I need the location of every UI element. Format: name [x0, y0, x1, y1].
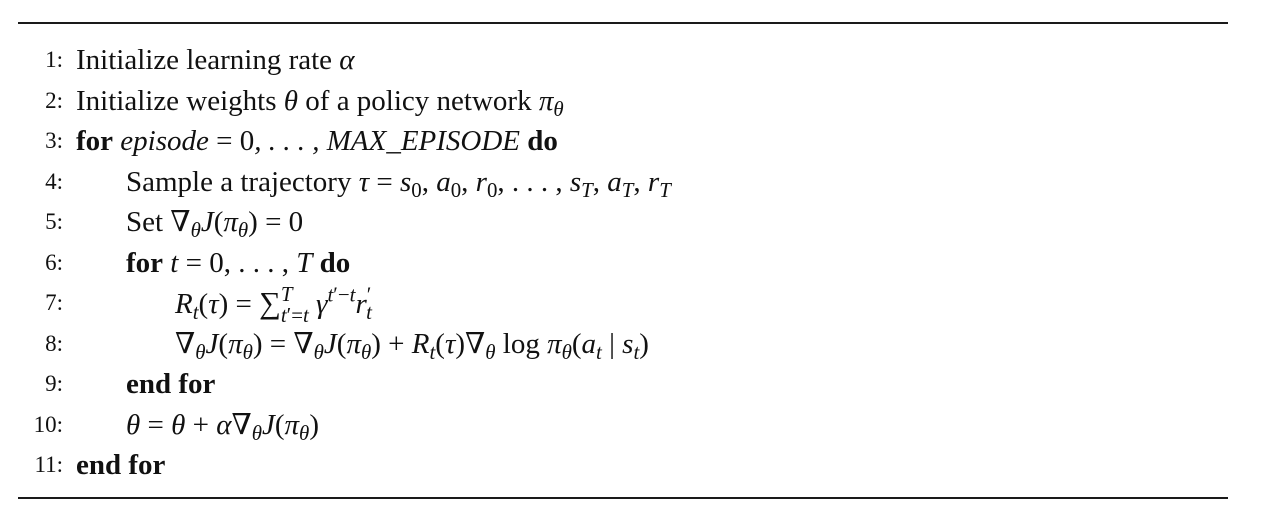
keyword-for: for [76, 125, 114, 157]
line-number: 7: [45, 290, 63, 315]
line-number: 4: [45, 168, 63, 194]
line-number: 3: [45, 128, 63, 153]
algorithm-line: 9: end for [18, 364, 1228, 405]
algorithm-line: 2: Initialize weights θ of a policy netw… [18, 81, 1228, 122]
line-number: 11: [34, 452, 63, 477]
keyword-do: do [319, 246, 351, 279]
top-rule [18, 22, 1228, 24]
line-content: for t = 0, . . . , T do [126, 246, 351, 279]
line-number: 2: [45, 87, 63, 113]
algorithm-line: 3: for episode = 0, . . . , MAX_EPISODE … [18, 121, 1228, 162]
keyword-end-for: end for [126, 368, 216, 400]
line-number: 1: [45, 47, 63, 72]
line-content: θ = θ + α∇θJ(πθ) [126, 408, 319, 445]
keyword-end-for: end for [76, 449, 166, 481]
line-content: Initialize learning rate α [76, 44, 355, 76]
keyword-do: do [527, 125, 558, 157]
line-number: 10: [33, 411, 63, 437]
line-number: 9: [45, 371, 63, 396]
algorithm-line: 6: for t = 0, . . . , T do [18, 243, 1228, 284]
line-number: 6: [45, 249, 63, 275]
algorithm-line: 10: θ = θ + α∇θJ(πθ) [18, 405, 1228, 446]
algorithm-line: 1: Initialize learning rate α [18, 40, 1228, 81]
line-content: Sample a trajectory τ = s0, a0, r0, . . … [126, 165, 671, 202]
algorithm-line: 11: end for [18, 445, 1228, 486]
line-number: 8: [45, 330, 63, 356]
algorithm-block: 1: Initialize learning rate α 2: Initial… [18, 40, 1228, 486]
line-number: 5: [45, 209, 63, 234]
algorithm-line: 5: Set ∇θJ(πθ) = 0 [18, 202, 1228, 243]
line-content: Set ∇θJ(πθ) = 0 [126, 206, 304, 242]
loop-variable: episode [120, 125, 209, 157]
line-content: Initialize weights θ of a policy network… [76, 84, 564, 121]
line-content: for episode = 0, . . . , MAX_EPISODE do [76, 125, 558, 157]
line-content: ∇θJ(πθ) = ∇θJ(πθ) + Rt(τ)∇θ log πθ(at | … [175, 327, 649, 364]
bottom-rule [18, 497, 1228, 499]
keyword-for: for [126, 246, 164, 279]
algorithm-line: 8: ∇θJ(πθ) = ∇θJ(πθ) + Rt(τ)∇θ log πθ(at… [18, 324, 1228, 365]
algorithm-line: 4: Sample a trajectory τ = s0, a0, r0, .… [18, 162, 1228, 203]
